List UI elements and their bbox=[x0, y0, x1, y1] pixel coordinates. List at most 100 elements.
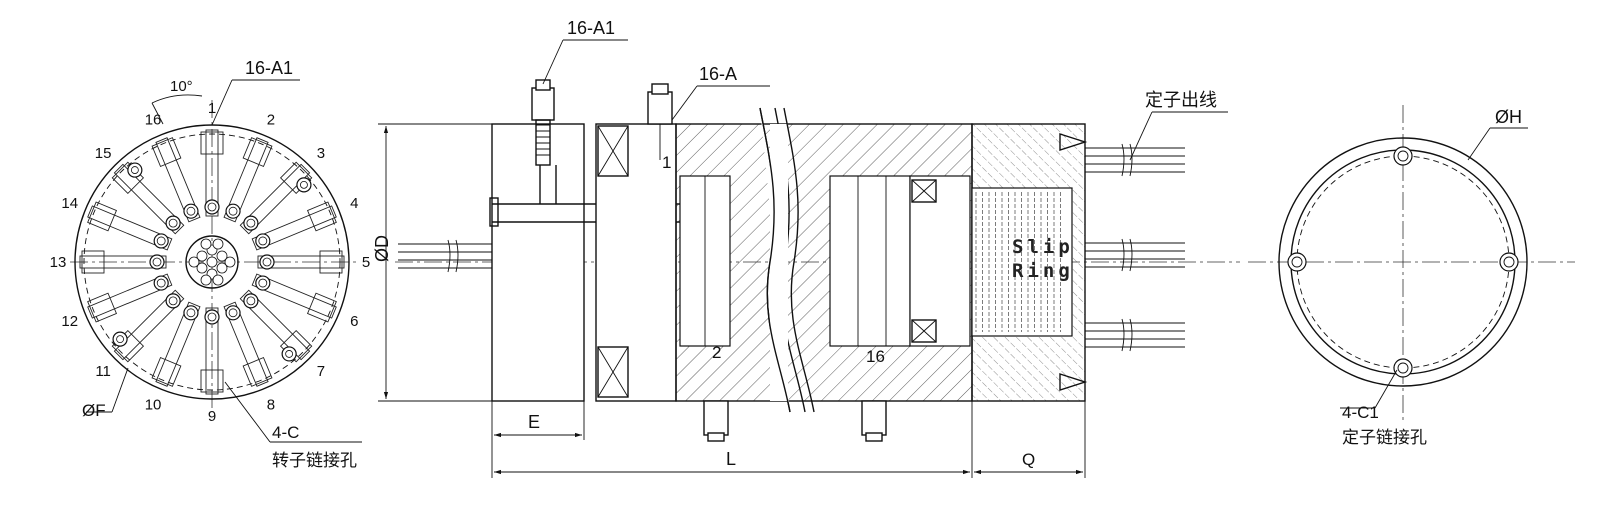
angle-label: 10° bbox=[170, 78, 193, 95]
dim-phi-d: ØD bbox=[372, 235, 392, 262]
section-label-16a: 16-A bbox=[699, 64, 737, 84]
channel-number: 8 bbox=[267, 396, 275, 413]
channel-number: 7 bbox=[317, 363, 325, 380]
pcd-circle bbox=[83, 133, 341, 391]
inner-port-holes bbox=[149, 199, 275, 325]
stator-mount-hole bbox=[1393, 146, 1413, 166]
channel-number: 6 bbox=[350, 313, 358, 330]
port-2-label: 2 bbox=[712, 343, 721, 362]
inner-port-hole bbox=[183, 305, 199, 321]
center-wire-bundle bbox=[188, 238, 236, 286]
dim-e: E bbox=[528, 412, 540, 432]
stator-wire-label: 定子出线 bbox=[1145, 90, 1217, 110]
stator-mount-holes bbox=[1287, 146, 1519, 378]
wire-core bbox=[196, 250, 208, 262]
inner-port-hole bbox=[204, 309, 220, 325]
left-cable-bundle bbox=[398, 239, 492, 273]
slip-ring-label-2: Ring bbox=[1012, 260, 1074, 282]
inner-port-hole bbox=[255, 275, 271, 291]
channel-number: 10 bbox=[145, 396, 162, 413]
inner-port-hole bbox=[204, 199, 220, 215]
rotor-mount-hole bbox=[112, 331, 128, 347]
inner-port-hole bbox=[165, 215, 181, 231]
port-1-label: 1 bbox=[662, 153, 671, 172]
fitting-16a1 bbox=[531, 79, 555, 166]
channel-number: 9 bbox=[208, 408, 216, 425]
wire-core bbox=[206, 256, 218, 268]
wire-core bbox=[212, 238, 224, 250]
inner-port-hole bbox=[183, 203, 199, 219]
inner-port-hole bbox=[259, 254, 275, 270]
wire-core bbox=[200, 238, 212, 250]
stator-cable-bundle bbox=[1085, 318, 1185, 352]
bearing-bottom bbox=[597, 346, 629, 398]
port-16-label: 16 bbox=[866, 347, 885, 366]
inner-port-hole bbox=[243, 215, 259, 231]
wire-core bbox=[216, 262, 228, 274]
channel-number: 5 bbox=[362, 254, 370, 271]
channel-number: 11 bbox=[95, 363, 111, 380]
inner-port-hole bbox=[243, 293, 259, 309]
channel-number: 15 bbox=[95, 145, 112, 162]
channel-number: 3 bbox=[317, 145, 325, 162]
wire-core bbox=[224, 256, 236, 268]
left-label-16a1: 16-A1 bbox=[245, 58, 293, 78]
rotor-mount-hole bbox=[127, 162, 143, 178]
radial-channel bbox=[87, 273, 173, 323]
stator-flange-outline bbox=[1278, 137, 1528, 387]
channel-number: 12 bbox=[61, 313, 78, 330]
radial-channel bbox=[257, 250, 345, 274]
rotor-mount-holes bbox=[112, 162, 312, 362]
radial-channel bbox=[251, 273, 337, 323]
inner-port-hole bbox=[165, 293, 181, 309]
radial-channel bbox=[79, 250, 167, 274]
stator-mount-hole bbox=[1287, 252, 1307, 272]
section-view: Slip Ring 16-A1 16 bbox=[372, 18, 1240, 478]
label-phi-f: ØF bbox=[82, 401, 106, 420]
label-4c1: 4-C1 bbox=[1342, 403, 1379, 422]
section-label-16a1: 16-A1 bbox=[567, 18, 615, 38]
internal-grooves bbox=[679, 175, 971, 347]
wire-core bbox=[188, 256, 200, 268]
wire-core bbox=[200, 274, 212, 286]
dim-l: L bbox=[726, 449, 736, 469]
fitting-port-2 bbox=[703, 400, 729, 442]
radial-channel bbox=[200, 129, 224, 217]
wire-core bbox=[212, 274, 224, 286]
label-phi-h: ØH bbox=[1495, 107, 1522, 127]
inner-port-hole bbox=[225, 203, 241, 219]
channel-number: 16 bbox=[145, 112, 162, 129]
rotor-mount-hole bbox=[296, 177, 312, 193]
radial-channel bbox=[223, 301, 273, 387]
rotor-housing bbox=[491, 123, 585, 402]
stator-cable-bundle bbox=[1085, 238, 1185, 272]
inner-port-hole bbox=[149, 254, 165, 270]
slip-ring-fins bbox=[975, 192, 1061, 332]
dim-q: Q bbox=[1022, 450, 1035, 469]
radial-channel bbox=[223, 137, 273, 223]
wire-core bbox=[216, 250, 228, 262]
label-rotor-holes: 转子链接孔 bbox=[272, 451, 357, 470]
stator-mount-hole bbox=[1393, 358, 1413, 378]
channel-number: 4 bbox=[350, 195, 358, 212]
radial-channel bbox=[151, 137, 201, 223]
channel-number: 13 bbox=[50, 254, 67, 271]
channel-number: 1 bbox=[208, 100, 216, 117]
label-stator-holes: 定子链接孔 bbox=[1342, 428, 1427, 447]
fitting-port-16 bbox=[861, 400, 887, 442]
radial-channel bbox=[87, 201, 173, 251]
channel-number: 14 bbox=[61, 195, 78, 212]
radial-channel bbox=[200, 307, 224, 395]
radial-channel bbox=[151, 301, 201, 387]
inner-port-hole bbox=[153, 275, 169, 291]
right-end-view: ØH 4-C1 定子链接孔 bbox=[1248, 105, 1575, 447]
inner-port-hole bbox=[225, 305, 241, 321]
rotor-mount-hole bbox=[281, 346, 297, 362]
bearing-top bbox=[597, 125, 629, 177]
slip-ring-label-1: Slip bbox=[1012, 236, 1074, 258]
stator-mount-hole bbox=[1499, 252, 1519, 272]
center-bore bbox=[185, 235, 239, 289]
